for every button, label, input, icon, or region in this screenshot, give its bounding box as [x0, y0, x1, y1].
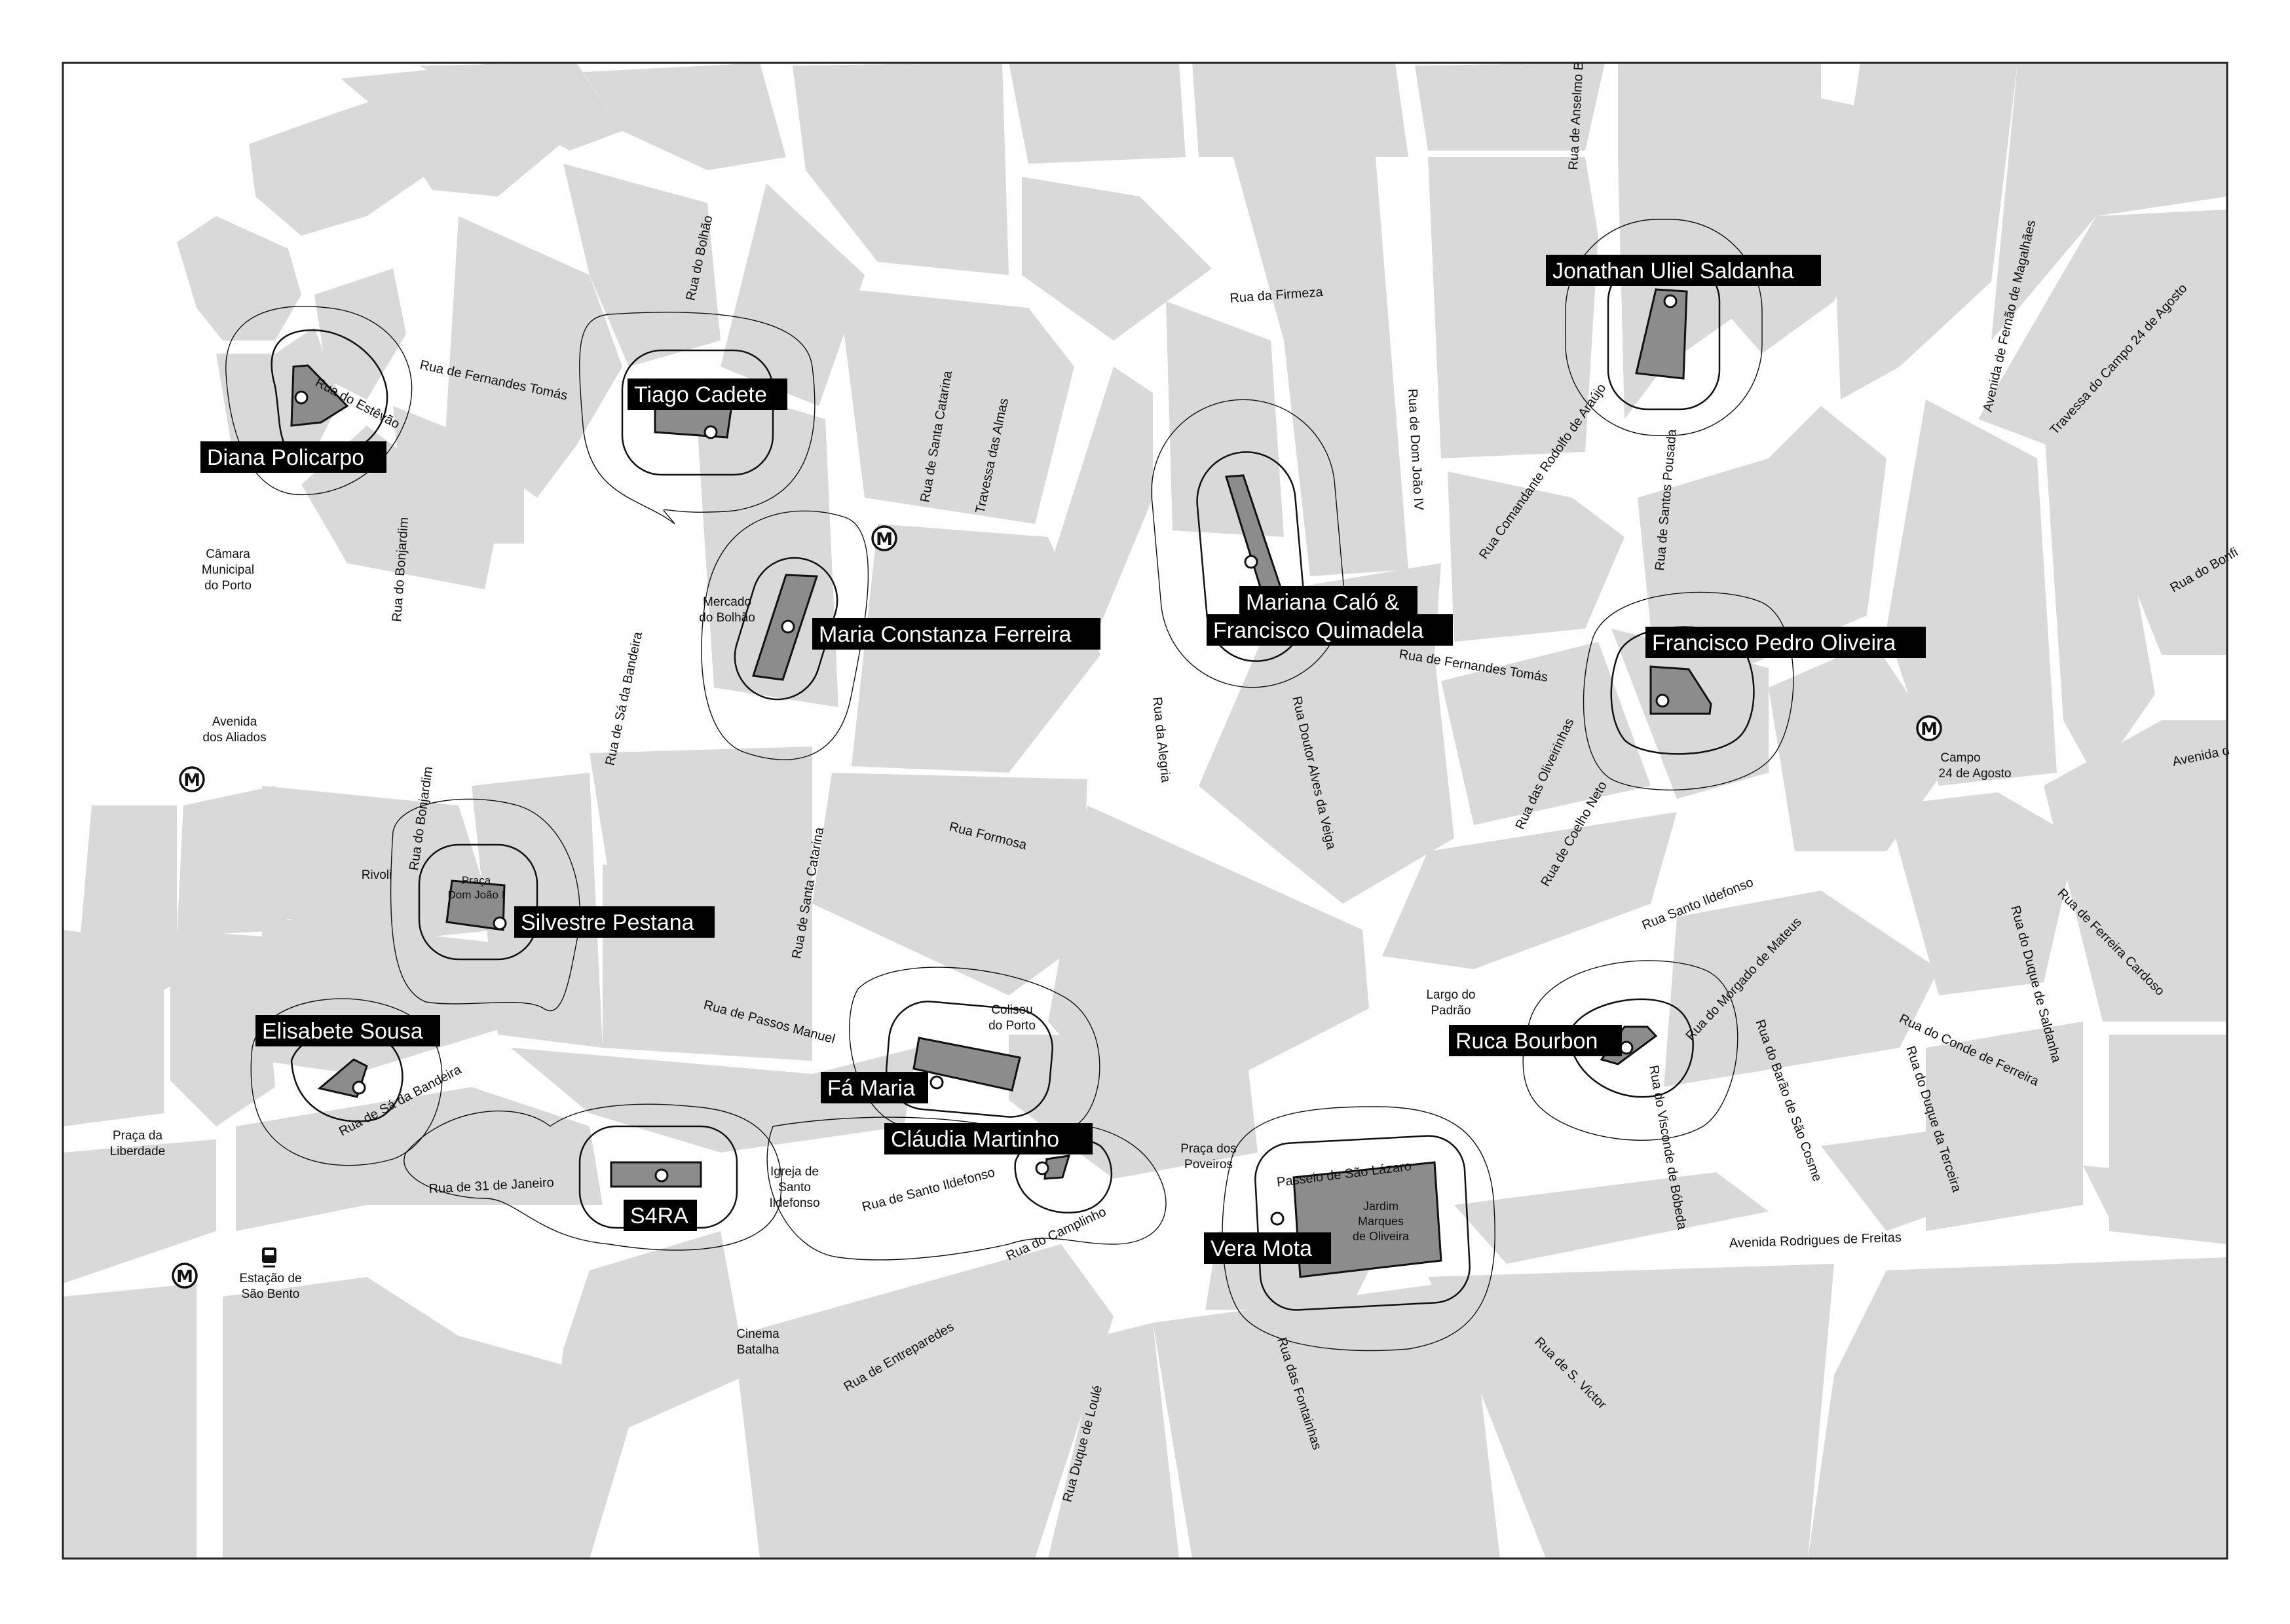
svg-text:Diana Policarpo: Diana Policarpo: [207, 445, 364, 470]
pins: [294, 294, 1678, 1226]
svg-text:Vera Mota: Vera Mota: [1211, 1236, 1312, 1261]
svg-text:M: M: [183, 771, 200, 790]
svg-text:Mariana Caló &: Mariana Caló &: [1246, 590, 1400, 615]
street-label: Rua da Alegria: [1150, 696, 1173, 784]
street-label: Rua de Santo Ildefonso: [861, 1165, 997, 1214]
svg-text:S4RA: S4RA: [630, 1204, 688, 1228]
metro-icon: M: [172, 1263, 198, 1289]
svg-text:M: M: [176, 1267, 193, 1287]
svg-text:Fá Maria: Fá Maria: [827, 1076, 915, 1101]
artist-label-s4ra[interactable]: S4RA: [624, 1200, 697, 1231]
buildings: [290, 288, 1712, 1278]
building-silvestre: [445, 879, 506, 931]
svg-text:Tiago Cadete: Tiago Cadete: [634, 382, 767, 407]
street-label: Rua de Dom João IV: [1405, 388, 1426, 511]
building-jonathan: [1635, 288, 1688, 380]
artist-label-fa-maria[interactable]: Fá Maria: [821, 1072, 928, 1103]
artist-label-jonathan[interactable]: Jonathan Uliel Saldanha: [1546, 255, 1821, 286]
svg-text:Francisco Quimadela: Francisco Quimadela: [1213, 618, 1423, 643]
zone-rings: [225, 219, 1794, 1352]
artist-label-ruca[interactable]: Ruca Bourbon: [1449, 1025, 1622, 1056]
building-diana: [290, 364, 349, 427]
street-label: Avenida Rodrigues de Freitas: [1729, 1230, 1902, 1251]
street-label: Rua de Sá da Bandeira: [603, 630, 645, 767]
building-fa-maria: [912, 1037, 1021, 1092]
artist-label-claudia[interactable]: Cláudia Martinho: [884, 1123, 1093, 1154]
artist-label-francisco-pedro[interactable]: Francisco Pedro Oliveira: [1645, 627, 1926, 658]
artist-labels: Diana Policarpo Tiago Cadete Maria Const…: [200, 255, 1926, 1264]
svg-text:Francisco Pedro Oliveira: Francisco Pedro Oliveira: [1652, 631, 1896, 655]
metro-icon: M: [1916, 715, 1942, 741]
svg-text:Maria Constanza Ferreira: Maria Constanza Ferreira: [819, 622, 1072, 647]
metro-icon: M: [179, 766, 205, 792]
svg-text:M: M: [876, 530, 893, 549]
svg-text:M: M: [1921, 720, 1938, 739]
map-frame: [62, 62, 2228, 1560]
svg-text:Elisabete Sousa: Elisabete Sousa: [262, 1019, 423, 1044]
svg-text:Jonathan Uliel Saldanha: Jonathan Uliel Saldanha: [1552, 259, 1794, 284]
svg-text:Cláudia Martinho: Cláudia Martinho: [891, 1127, 1059, 1152]
artist-label-mariana[interactable]: Mariana Caló & Francisco Quimadela: [1207, 586, 1453, 646]
train-icon: [262, 1247, 276, 1268]
svg-text:Silvestre Pestana: Silvestre Pestana: [521, 910, 694, 935]
artist-label-silvestre[interactable]: Silvestre Pestana: [514, 906, 715, 938]
artist-label-vera[interactable]: Vera Mota: [1204, 1232, 1331, 1264]
artist-label-elisabete[interactable]: Elisabete Sousa: [255, 1015, 440, 1046]
svg-text:Ruca Bourbon: Ruca Bourbon: [1455, 1029, 1598, 1054]
artist-label-diana[interactable]: Diana Policarpo: [200, 441, 386, 473]
place-rivoli: Rivoli: [362, 868, 392, 882]
transit-icons: M M M M: [172, 525, 1942, 1289]
city-blocks: [63, 63, 2227, 1559]
metro-icon: M: [871, 525, 897, 551]
artist-label-tiago[interactable]: Tiago Cadete: [628, 378, 787, 410]
artist-label-maria-constanza[interactable]: Maria Constanza Ferreira: [812, 618, 1100, 650]
